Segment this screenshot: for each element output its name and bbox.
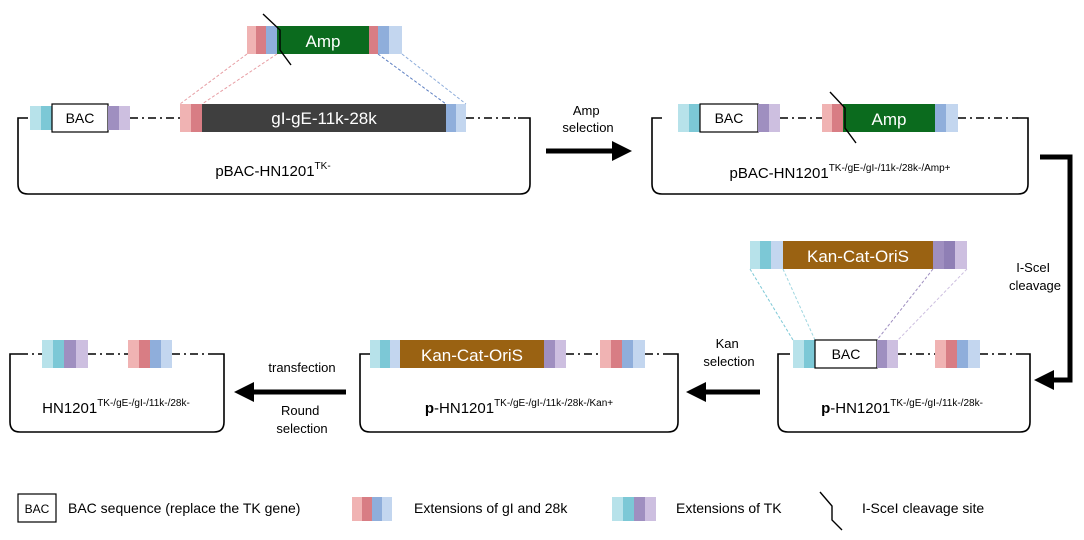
kan-label-top: Kan-Cat-OriS	[807, 247, 909, 266]
tk-extension-right	[758, 104, 780, 132]
plasmid-1-name: pBAC-HN1201TK-	[215, 161, 330, 180]
tk-extension-right	[108, 106, 130, 130]
tk-extension-right	[544, 340, 566, 368]
legend-gi-28k-swatch	[352, 497, 392, 521]
gene-cassette-label: gI-gE-11k-28k	[271, 109, 377, 128]
plasmid-2-backbone	[651, 117, 1029, 195]
bac-box	[51, 103, 109, 133]
amp-selection-label: Amp selection	[562, 103, 613, 135]
legend-bac-box	[17, 493, 57, 523]
cleavage-site-icon	[262, 13, 292, 66]
homology-line	[876, 268, 934, 341]
kan-selection-label: Kan selection	[703, 336, 754, 369]
k28-extension-right	[446, 104, 466, 132]
tk-extension-left	[30, 106, 52, 130]
homology-line	[377, 53, 447, 105]
plasmid-5: HN1201TK-/gE-/gI-/11k-/28k-	[9, 340, 225, 433]
cleavage-site-icon	[829, 91, 857, 144]
plasmid-4: Kan-Cat-OriS p-HN1201TK-/gE-/gI-/11k-/28…	[359, 340, 679, 433]
plasmid-4-backbone	[359, 353, 679, 433]
homology-line	[201, 53, 278, 105]
homology-line	[401, 53, 467, 105]
amp-insert: Amp	[822, 91, 958, 144]
gi-28k-extensions	[128, 340, 172, 368]
plasmid-5-name: HN1201TK-/gE-/gI-/11k-/28k-	[42, 398, 190, 417]
amp-box-top	[277, 26, 369, 54]
legend-isce-label: I-SceI cleavage site	[862, 500, 984, 516]
gi-extension-left	[180, 104, 202, 132]
plasmid-2-name: pBAC-HN1201TK-/gE-/gI-/11k-/28k-/Amp+	[729, 163, 950, 182]
transfection-label: transfection	[268, 360, 335, 375]
legend-tk-label: Extensions of TK	[676, 500, 782, 516]
amp-insert-top: Amp	[247, 13, 402, 66]
bac-label: BAC	[66, 110, 95, 126]
isce-cleavage-label: I-SceI cleavage	[1009, 260, 1061, 293]
gi-28k-extensions	[935, 340, 980, 368]
kan-label: Kan-Cat-OriS	[421, 346, 523, 365]
amp-box	[843, 104, 935, 132]
tk-extension-right	[877, 340, 898, 368]
plasmid-2: BAC Amp pBAC-HN1201TK-/gE-/gI-/11k-/28k-…	[651, 91, 1029, 195]
bac-label: BAC	[715, 110, 744, 126]
gene-cassette	[202, 104, 446, 132]
legend-gi-28k-label: Extensions of gI and 28k	[414, 500, 568, 516]
amp-label: Amp	[872, 110, 907, 129]
legend: BAC BAC sequence (replace the TK gene) E…	[17, 491, 984, 531]
plasmid-3: BAC p-HN1201TK-/gE-/gI-/11k-/28k-	[777, 339, 1031, 433]
plasmid-4-name: p-HN1201TK-/gE-/gI-/11k-/28k-/Kan+	[425, 398, 613, 417]
round-selection-label: Round selection	[276, 403, 327, 436]
legend-bac-desc: BAC sequence (replace the TK gene)	[68, 500, 300, 516]
gi-28k-extensions	[600, 340, 645, 368]
homology-line	[179, 53, 248, 105]
homology-line	[782, 268, 816, 341]
homology-line	[897, 268, 968, 341]
legend-cleavage-site-icon	[819, 491, 843, 531]
bac-label: BAC	[832, 346, 861, 362]
bac-box	[814, 339, 878, 369]
legend-bac-box-label: BAC	[25, 502, 50, 516]
kan-box	[400, 340, 544, 368]
isce-cleavage-arrow	[1034, 154, 1073, 390]
legend-tk-swatch	[612, 497, 656, 521]
tk-extension-left	[370, 340, 400, 368]
plasmid-3-backbone	[777, 353, 1031, 433]
tk-extension-left	[793, 340, 815, 368]
kan-insert-top: Kan-Cat-OriS	[750, 241, 967, 269]
plasmid-5-backbone	[9, 353, 225, 433]
tk-extension-left	[678, 104, 700, 132]
kan-box-top	[783, 241, 933, 269]
plasmid-1: BAC gI-gE-11k-28k pBAC-HN1201TK-	[17, 103, 531, 195]
tk-extensions	[42, 340, 88, 368]
homology-line	[749, 268, 794, 341]
amp-label-top: Amp	[306, 32, 341, 51]
plasmid-3-name: p-HN1201TK-/gE-/gI-/11k-/28k-	[821, 398, 983, 417]
plasmid-1-backbone	[17, 117, 531, 195]
